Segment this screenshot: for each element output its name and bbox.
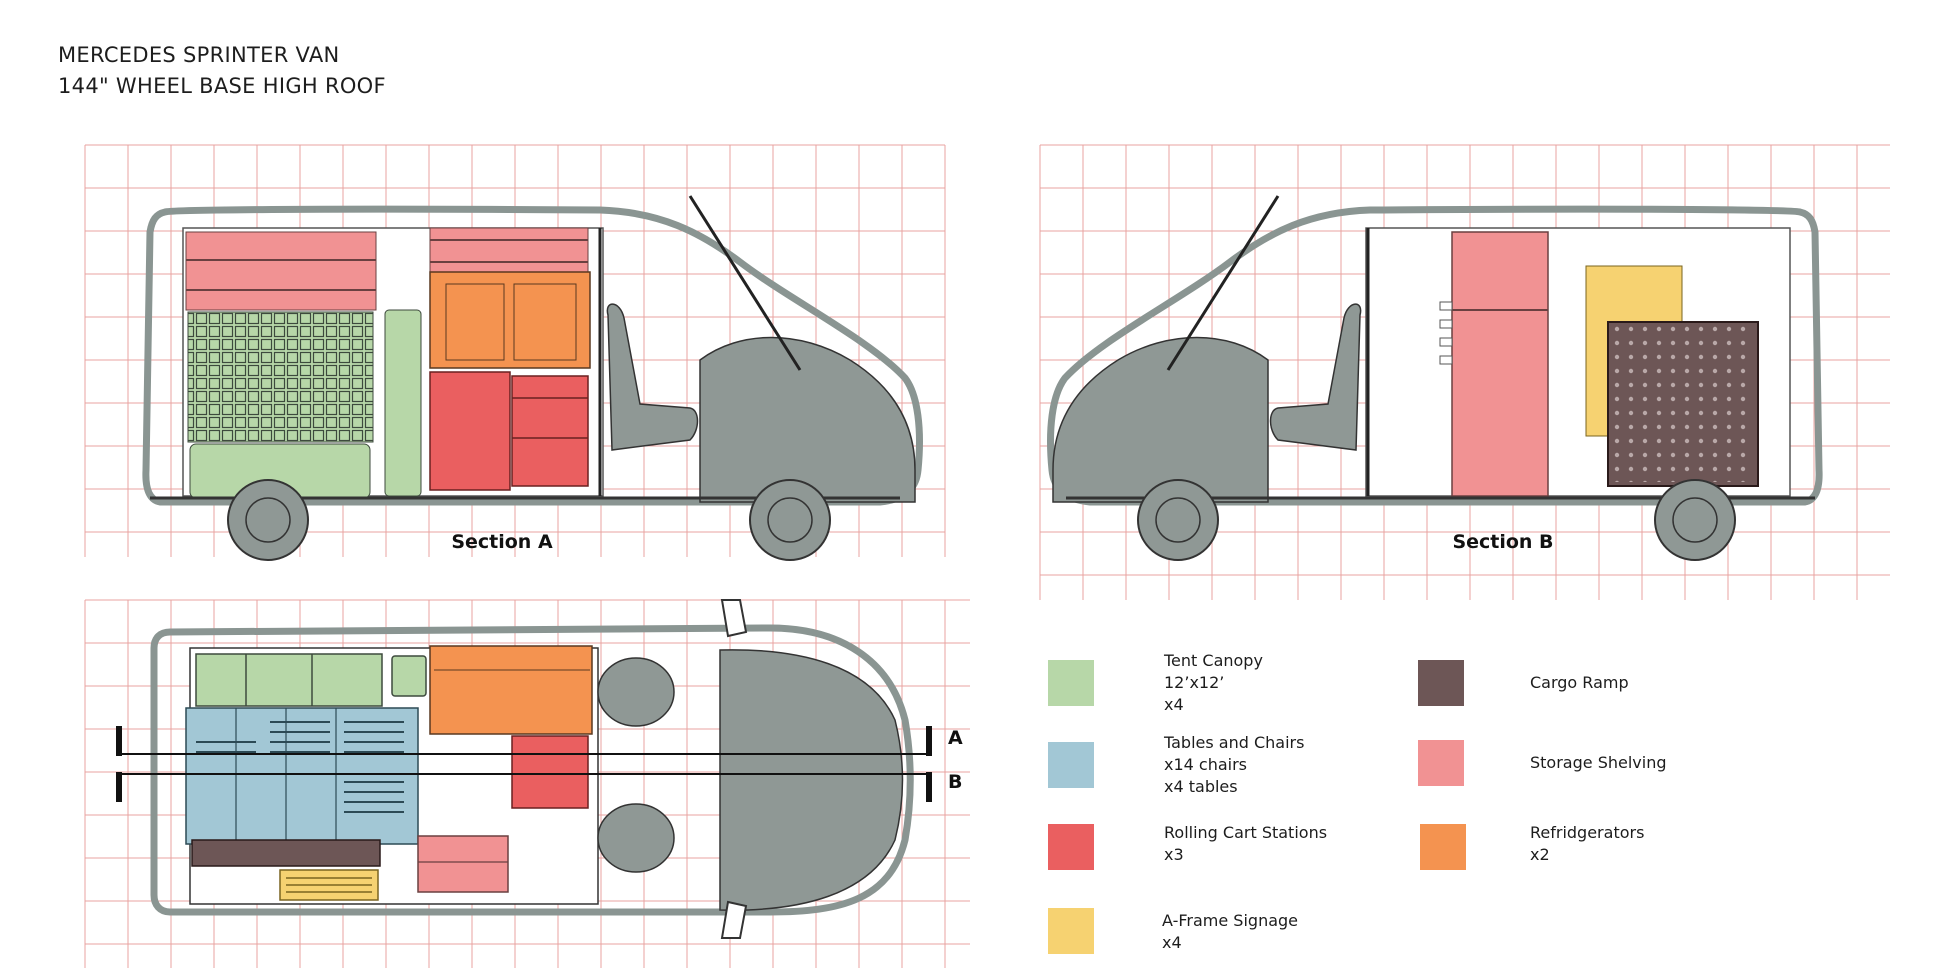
tables-and-chairs-top: [185, 707, 419, 845]
legend-label: Storage Shelving: [1530, 753, 1667, 772]
legend-item-storage-shelving: Storage Shelving: [1418, 740, 1666, 786]
legend-item-tables-chairs: Tables and Chairs x14 chairs x4 tables: [1048, 733, 1304, 796]
legend-swatch-rolling-cart: [1048, 824, 1094, 870]
right-mirror: [720, 900, 748, 939]
legend-text-tables-chairs: Tables and Chairs x14 chairs x4 tables: [1164, 732, 1304, 798]
legend-label: Tent Canopy: [1164, 651, 1263, 670]
legend-swatch-storage-shelving: [1418, 740, 1464, 786]
section-b-van: [1047, 195, 1823, 561]
rear-wheel-b: [1654, 479, 1736, 561]
legend-detail: x4: [1164, 695, 1184, 714]
tent-canopy-top: [195, 653, 383, 707]
rolling-cart-top: [511, 735, 589, 809]
tent-canopy-pole: [384, 309, 422, 497]
legend: Tent Canopy 12’x12’ x4 Tables and Chairs…: [1048, 648, 1908, 968]
rear-wheel-a: [227, 479, 309, 561]
legend-swatch-tables-chairs: [1048, 742, 1094, 788]
legend-detail: x2: [1530, 845, 1550, 864]
hood-top: [719, 649, 904, 911]
legend-text-refrigerators: Refridgerators x2: [1530, 822, 1644, 866]
legend-swatch-a-frame: [1048, 908, 1094, 954]
front-wheel-b: [1137, 479, 1219, 561]
refrigerator-a: [429, 271, 591, 369]
section-a-van: [142, 195, 923, 561]
legend-text-cargo-ramp: Cargo Ramp: [1530, 672, 1629, 694]
van-roof-outline: [150, 624, 914, 916]
section-b-label: Section B: [1452, 531, 1553, 553]
driver-seat: [606, 303, 699, 451]
legend-label: Rolling Cart Stations: [1164, 823, 1328, 842]
legend-label: Refridgerators: [1530, 823, 1645, 842]
legend-item-rolling-cart: Rolling Cart Stations x3: [1048, 823, 1327, 870]
section-b-marker: B: [948, 771, 962, 793]
diagram-title: MERCEDES SPRINTER VAN 144" WHEEL BASE HI…: [58, 40, 386, 102]
legend-detail: x3: [1164, 845, 1184, 864]
van-front-dash: [699, 336, 916, 503]
top-view-van: [116, 599, 932, 939]
legend-label: Tables and Chairs: [1164, 733, 1305, 752]
passenger-seat-top: [597, 803, 675, 873]
storage-shelving-b: [1451, 231, 1549, 497]
legend-text-storage-shelving: Storage Shelving: [1530, 752, 1666, 774]
storage-shelving-a1: [185, 231, 377, 311]
title-line-2: 144" WHEEL BASE HIGH ROOF: [58, 74, 386, 98]
front-wheel-a: [749, 479, 831, 561]
section-a-label: Section A: [451, 531, 553, 553]
legend-text-tent-canopy: Tent Canopy 12’x12’ x4: [1164, 650, 1263, 716]
left-mirror: [720, 599, 748, 638]
legend-label: A-Frame Signage: [1162, 911, 1299, 930]
legend-text-a-frame: A-Frame Signage x4: [1162, 910, 1298, 954]
driver-seat-top: [597, 657, 675, 727]
refrigerator-top: [429, 645, 593, 735]
legend-item-cargo-ramp: Cargo Ramp: [1418, 660, 1629, 706]
rolling-cart-a2: [511, 375, 589, 487]
legend-item-refrigerators: Refridgerators x2: [1420, 823, 1644, 870]
legend-item-tent-canopy: Tent Canopy 12’x12’ x4: [1048, 651, 1263, 714]
passenger-seat: [1269, 303, 1362, 451]
section-a-marker: A: [948, 727, 963, 749]
legend-detail: x4 tables: [1164, 777, 1238, 796]
van-body-outline-b: [1047, 205, 1823, 506]
rolling-cart-a1: [429, 371, 511, 491]
legend-detail: 12’x12’: [1164, 673, 1225, 692]
storage-shelving-top: [417, 835, 509, 893]
legend-swatch-cargo-ramp: [1418, 660, 1464, 706]
storage-shelving-a2: [429, 227, 589, 273]
legend-swatch-refrigerators: [1420, 824, 1466, 870]
legend-detail: x4: [1162, 933, 1182, 952]
legend-text-rolling-cart: Rolling Cart Stations x3: [1164, 822, 1327, 866]
cargo-ramp-top: [191, 839, 381, 867]
van-body-outline: [142, 205, 923, 506]
a-pillar: [688, 195, 802, 371]
legend-swatch-tent-canopy: [1048, 660, 1094, 706]
title-line-1: MERCEDES SPRINTER VAN: [58, 43, 340, 67]
legend-detail: x14 chairs: [1164, 755, 1248, 774]
van-front-dash-b: [1052, 336, 1269, 503]
legend-item-a-frame: A-Frame Signage x4: [1048, 908, 1298, 954]
legend-label: Cargo Ramp: [1530, 673, 1629, 692]
